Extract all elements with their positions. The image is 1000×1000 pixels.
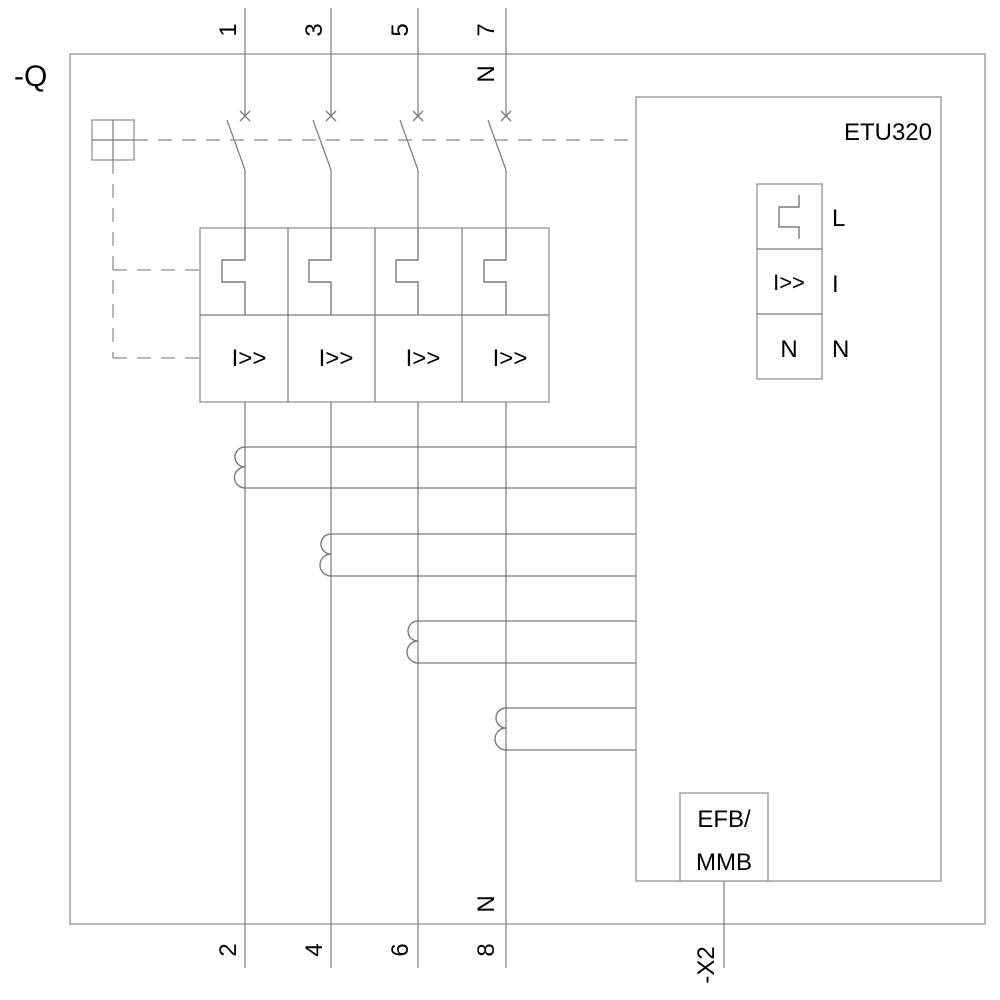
release-block: I>> I>> I>> I>> — [199, 227, 550, 403]
current-transformer-neutral — [494, 707, 636, 751]
device-frame — [69, 53, 986, 925]
current-transformer-1 — [233, 446, 636, 489]
lower-conductors — [244, 402, 507, 968]
overload-release-icon — [308, 228, 332, 315]
bottom-terminal-8: 8 — [473, 943, 500, 956]
top-terminal-3: 3 — [301, 23, 328, 36]
efb-module-line2: MMB — [696, 849, 752, 876]
overload-release-icon — [483, 228, 507, 315]
overcurrent-label: I>> — [319, 345, 354, 372]
bottom-terminal-6: 6 — [387, 943, 414, 956]
connector-label: -X2 — [693, 946, 720, 983]
trip-unit: ETU320 L I>> I N N EFB/ MMB — [635, 96, 942, 882]
efb-module-line1: EFB/ — [697, 806, 751, 833]
efb-mmb-module: EFB/ MMB — [679, 792, 769, 882]
legend-label-n: N — [832, 336, 849, 363]
bottom-terminal-2: 2 — [215, 943, 242, 956]
overload-release-icon — [778, 195, 800, 239]
top-neutral-label: N — [473, 65, 500, 82]
trip-unit-name: ETU320 — [844, 119, 932, 146]
bottom-terminal-4: 4 — [301, 943, 328, 956]
legend-symbol-i: I>> — [773, 270, 805, 295]
pole-switch-1 — [226, 8, 251, 228]
legend-symbol-n: N — [780, 336, 797, 363]
protection-legend: L I>> I N N — [756, 183, 849, 380]
top-terminal-1: 1 — [215, 23, 242, 36]
overload-release-icon — [395, 228, 419, 315]
legend-label-i: I — [832, 271, 839, 298]
top-terminal-5: 5 — [387, 23, 414, 36]
operating-mechanism — [91, 119, 135, 161]
overload-release-icon — [221, 228, 246, 315]
current-transformer-3 — [406, 620, 636, 664]
pole-switch-neutral — [487, 8, 512, 228]
legend-label-l: L — [832, 205, 845, 232]
current-transformer-2 — [319, 533, 636, 577]
current-transformers — [233, 446, 636, 751]
overcurrent-label: I>> — [232, 345, 267, 372]
device-label: -Q — [14, 60, 47, 93]
pole-switch-3 — [399, 8, 424, 228]
overcurrent-label: I>> — [406, 345, 441, 372]
pole-switch-2 — [312, 8, 337, 228]
overcurrent-label: I>> — [493, 345, 528, 372]
bottom-neutral-label: N — [473, 895, 500, 912]
pole-switches — [226, 8, 512, 228]
top-terminal-7: 7 — [473, 23, 500, 36]
